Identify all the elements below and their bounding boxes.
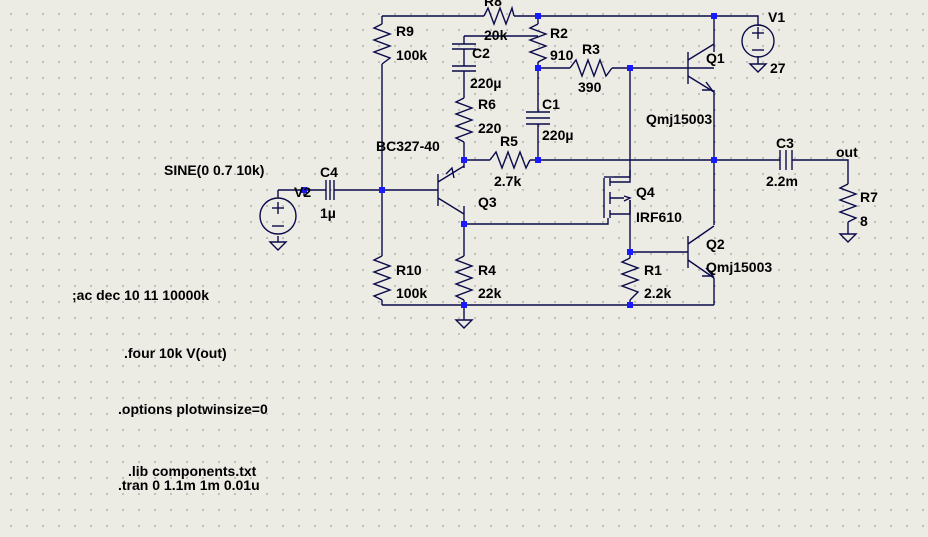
capacitor-c2[interactable] [452, 43, 476, 82]
q4-model: IRF610 [636, 209, 682, 225]
capacitor-c4[interactable] [325, 180, 335, 200]
r4-label: R4 [478, 262, 496, 278]
q3-label: Q3 [478, 194, 497, 210]
r9-label: R9 [396, 23, 414, 39]
q1-model: Qmj15003 [646, 111, 712, 127]
r6-value: 220 [478, 120, 502, 136]
r1-label: R1 [644, 262, 662, 278]
junction-nodes [301, 13, 717, 308]
r2-value: 910 [550, 47, 574, 63]
resistor-r10[interactable] [372, 255, 392, 301]
ground-symbols [268, 63, 858, 329]
directive-four: .four 10k V(out) [124, 345, 227, 361]
resistor-r7[interactable] [838, 183, 858, 223]
resistor-r1[interactable] [620, 257, 640, 301]
r8-label: R8 [484, 0, 502, 9]
v1-value: 27 [770, 60, 786, 76]
resistor-r2[interactable] [528, 23, 548, 63]
resistor-r9[interactable] [372, 23, 392, 65]
r9-value: 100k [396, 47, 427, 63]
capacitor-c3[interactable] [779, 150, 793, 170]
resistor-r5[interactable] [489, 150, 531, 170]
r7-label: R7 [860, 189, 878, 205]
directive-ac: ;ac dec 10 11 10000k [72, 287, 209, 303]
r3-value: 390 [578, 79, 602, 95]
c2-value: 220µ [470, 75, 501, 91]
r5-value: 2.7k [494, 173, 521, 189]
transistor-q1[interactable] [687, 43, 715, 93]
directive-tran: .tran 0 1.1m 1m 0.01u [118, 477, 260, 493]
r2-label: R2 [550, 25, 568, 41]
r1-value: 2.2k [644, 285, 671, 301]
net-label-out: out [836, 144, 858, 160]
v2-value: SINE(0 0.7 10k) [164, 162, 264, 178]
resistor-r6[interactable] [454, 97, 474, 143]
q1-label: Q1 [706, 50, 725, 66]
voltage-source-v1[interactable] [741, 24, 775, 58]
r8-value: 20k [484, 27, 508, 43]
voltage-source-v2[interactable] [259, 190, 297, 235]
r6-label: R6 [478, 96, 496, 112]
c4-label: C4 [320, 164, 338, 180]
c1-label: C1 [542, 96, 560, 112]
directive-lib: .lib components.txt [128, 463, 257, 479]
q3-model: BC327-40 [376, 138, 440, 154]
q4-label: Q4 [636, 184, 655, 200]
directive-options: .options plotwinsize=0 [118, 401, 268, 417]
resistor-r3[interactable] [569, 58, 613, 78]
capacitor-c1[interactable] [526, 111, 550, 125]
resistor-r4[interactable] [454, 255, 474, 301]
c3-value: 2.2m [766, 173, 798, 189]
mosfet-q4[interactable] [603, 170, 632, 218]
c4-value: 1µ [320, 205, 336, 221]
r10-value: 100k [396, 285, 427, 301]
q2-label: Q2 [706, 236, 725, 252]
c2-label: C2 [472, 45, 490, 61]
r7-value: 8 [860, 213, 868, 229]
q2-model: Qmj15003 [706, 259, 772, 275]
transistor-q3[interactable] [437, 165, 465, 215]
r5-label: R5 [500, 133, 518, 149]
r4-value: 22k [478, 285, 502, 301]
r10-label: R10 [396, 262, 422, 278]
resistor-r8[interactable] [483, 5, 515, 26]
v2-label: V2 [294, 184, 311, 200]
c3-label: C3 [776, 135, 794, 151]
transistor-q2[interactable] [687, 225, 715, 279]
c1-value: 220µ [542, 127, 573, 143]
v1-label: V1 [768, 9, 785, 25]
r3-label: R3 [582, 41, 600, 57]
component-labels: R8 20k R9 100k R2 910 R3 390 C2 220µ R6 … [164, 0, 878, 301]
spice-directives[interactable]: ;ac dec 10 11 10000k .four 10k V(out) .o… [72, 287, 268, 493]
